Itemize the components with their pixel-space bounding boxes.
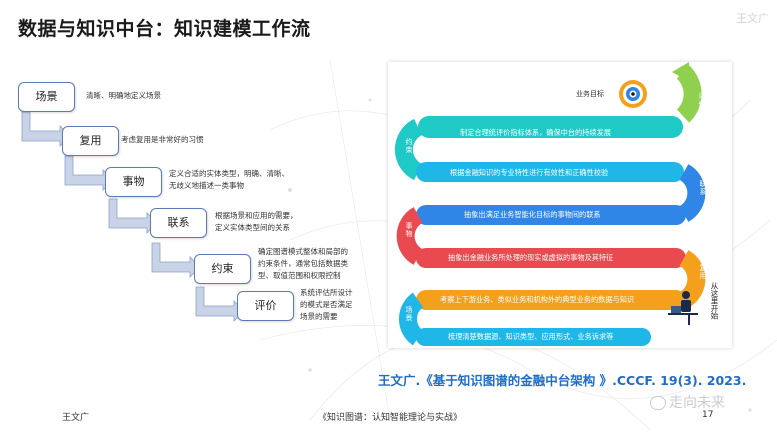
step-constraint: 约束 — [194, 254, 251, 284]
side-label-thing: 事物 — [405, 222, 413, 238]
step-evaluate: 评价 — [237, 291, 294, 321]
step-thing-desc: 定义合适的实体类型，明确、清晰、无歧义地描述一类事物 — [169, 169, 289, 190]
step-scene: 场景 — [18, 82, 75, 112]
serpentine-bands — [394, 62, 706, 346]
step-thing: 事物 — [105, 167, 162, 197]
side-label-evaluate: 评价 — [698, 92, 706, 108]
footer-book-title: 《知识图谱：认知智能理论与实战》 — [318, 413, 463, 423]
band-evaluate-text: 制定合理统评价指标体系，确保中台的持续发展 — [460, 128, 611, 137]
step-reuse: 复用 — [62, 126, 119, 156]
goal-label: 业务目标 — [576, 90, 604, 98]
workflow-diagram: 制定合理统评价指标体系，确保中台的持续发展 根据金融知识的专业特性进行有效性和正… — [388, 62, 732, 348]
band-thing-text: 抽象出金融业务所处理的现实或虚拟的事物及其特征 — [448, 253, 614, 262]
step-evaluate-desc: 系统评估所设计的模式是否满足场景的需要 — [300, 288, 353, 321]
band-constraint-text: 根据金融知识的专业特性进行有效性和正确性校验 — [450, 168, 609, 177]
page-number: 17 — [702, 410, 714, 420]
step-scene-desc: 清晰、明确地定义场景 — [86, 91, 161, 100]
side-label-constrain: 约束 — [405, 138, 413, 154]
band-scene-text: 梳理清楚数据源、知识类型、应用形式、业务诉求等 — [448, 332, 614, 341]
wechat-icon — [650, 396, 666, 410]
step-relation: 联系 — [150, 208, 207, 238]
footer-author: 王文广 — [62, 413, 90, 423]
connector-arrow — [151, 242, 201, 278]
band-reuse-text: 考察上下游业务、类似业务和机构外的典型业务的数据与知识 — [440, 295, 635, 304]
side-label-relation: 联系 — [699, 180, 707, 196]
corner-logo: 王文广 — [736, 12, 769, 25]
header-bar: 数据与知识中台：知识建模工作流 王文广 — [0, 0, 777, 52]
citation: 王文广.《基于知识图谱的金融中台架构 》.CCCF. 19(3). 2023. — [378, 373, 747, 388]
target-icon — [619, 80, 647, 108]
step-constraint-desc: 确定图谱模式整体和局部的约束条件，通常包括数据类型、取值范围和权限控制 — [258, 247, 348, 280]
step-reuse-desc: 考虑复用是非常好的习惯 — [121, 135, 204, 144]
person-at-computer-icon — [668, 291, 698, 325]
band-relation-text: 抽象出满足业务智能化目标的事物间的联系 — [464, 210, 601, 219]
side-label-scene: 场景 — [405, 306, 413, 322]
side-label-reuse: 复用 — [699, 264, 707, 280]
start-here-label: 从这里开始 — [710, 282, 719, 320]
step-relation-desc: 根据场景和应用的需要，定义实体类型间的关系 — [215, 211, 298, 232]
page-title: 数据与知识中台：知识建模工作流 — [18, 18, 311, 40]
staircase-connectors — [21, 111, 245, 322]
watermark: 走向未来 — [650, 392, 725, 412]
